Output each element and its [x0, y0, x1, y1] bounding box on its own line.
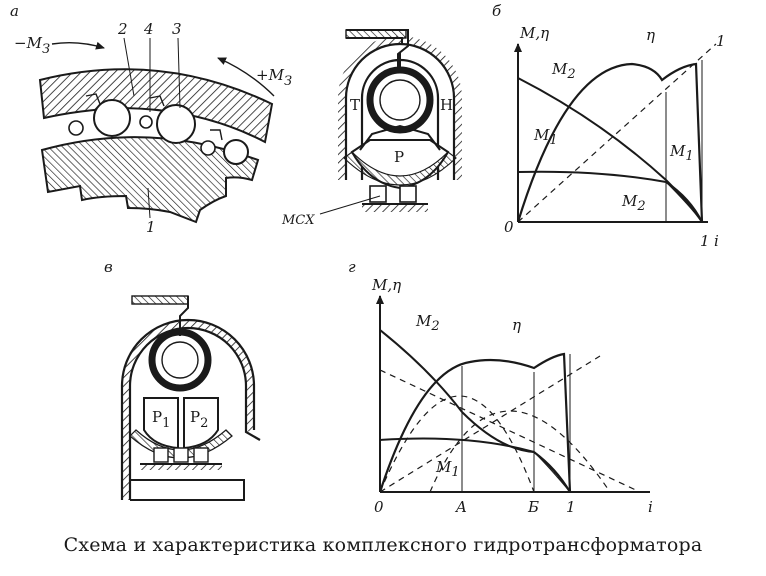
moment-neg-label: −MЗ — [14, 34, 50, 57]
b-x-tick-1: 1 — [700, 232, 710, 250]
callout-2: 2 — [117, 20, 128, 38]
b-origin: 0 — [504, 218, 514, 236]
label-turbine: Т — [350, 96, 360, 114]
b-label-top-right: 1 — [716, 32, 726, 50]
label-P1: P1 — [152, 408, 170, 431]
label-mcx: МСХ — [281, 213, 315, 228]
callout-3: 3 — [172, 20, 182, 38]
label-pump: Н — [440, 96, 453, 114]
b-curve-eta — [516, 62, 704, 223]
g-y-axis-label: M,η — [371, 276, 401, 294]
g-tick-A: A — [454, 498, 467, 516]
rollers — [68, 93, 249, 165]
g-x-axis-label: i — [648, 498, 653, 516]
b-label-M1-left: M1 — [533, 126, 558, 148]
b-label-eta: η — [646, 26, 655, 44]
callout-4: 4 — [143, 20, 154, 38]
moment-pos-label: +MЗ — [256, 66, 292, 89]
panel-v-letter: в — [104, 258, 113, 276]
g-curve-eta — [378, 352, 572, 493]
label-P2: P2 — [190, 408, 208, 431]
panel-a-freewheel: а −MЗ +MЗ 2 4 3 1 — [10, 2, 292, 236]
g-origin: 0 — [374, 498, 384, 516]
panel-b-letter: б — [492, 2, 502, 20]
label-reactor: Р — [394, 148, 404, 166]
panel-b-chart: б M,η 0 1 i η 1 M2 M1 M1 M2 — [492, 2, 726, 250]
b-x-axis-label: i — [714, 232, 719, 250]
panel-v-converter: в P1 P2 — [104, 258, 261, 501]
b-label-M2-top: M2 — [551, 60, 576, 82]
callout-1: 1 — [146, 218, 156, 236]
panel-g-letter: г — [348, 258, 356, 276]
panel-g-chart: г M,η 0 A Б 1 i η M2 M1 — [348, 258, 653, 516]
panel-a-letter: а — [10, 2, 19, 20]
figure-caption: Схема и характеристика комплексного гидр… — [63, 534, 703, 556]
b-label-M2-bottom: M2 — [621, 192, 646, 214]
outer-ring — [38, 68, 274, 144]
callouts: 2 4 3 1 — [117, 20, 182, 236]
b-label-M1-right: M1 — [669, 142, 694, 164]
panel-center-converter: Т Н Р МСХ — [281, 29, 462, 228]
b-dashed-line — [517, 43, 717, 223]
g-curve-M2 — [379, 329, 571, 493]
g-tick-B: Б — [527, 498, 539, 516]
g-tick-1: 1 — [566, 498, 576, 516]
moment-arrow-positive: +MЗ — [217, 57, 292, 97]
moment-arrow-negative: −MЗ — [14, 34, 105, 57]
v-converter-torus — [148, 328, 212, 392]
g-label-M2: M2 — [415, 312, 440, 334]
g-curve-M1 — [379, 437, 571, 493]
g-label-eta: η — [512, 316, 521, 334]
b-y-axis-label: M,η — [519, 24, 549, 42]
technical-figure: а −MЗ +MЗ 2 4 3 1 — [10, 2, 726, 516]
g-label-M1: M1 — [435, 458, 460, 480]
